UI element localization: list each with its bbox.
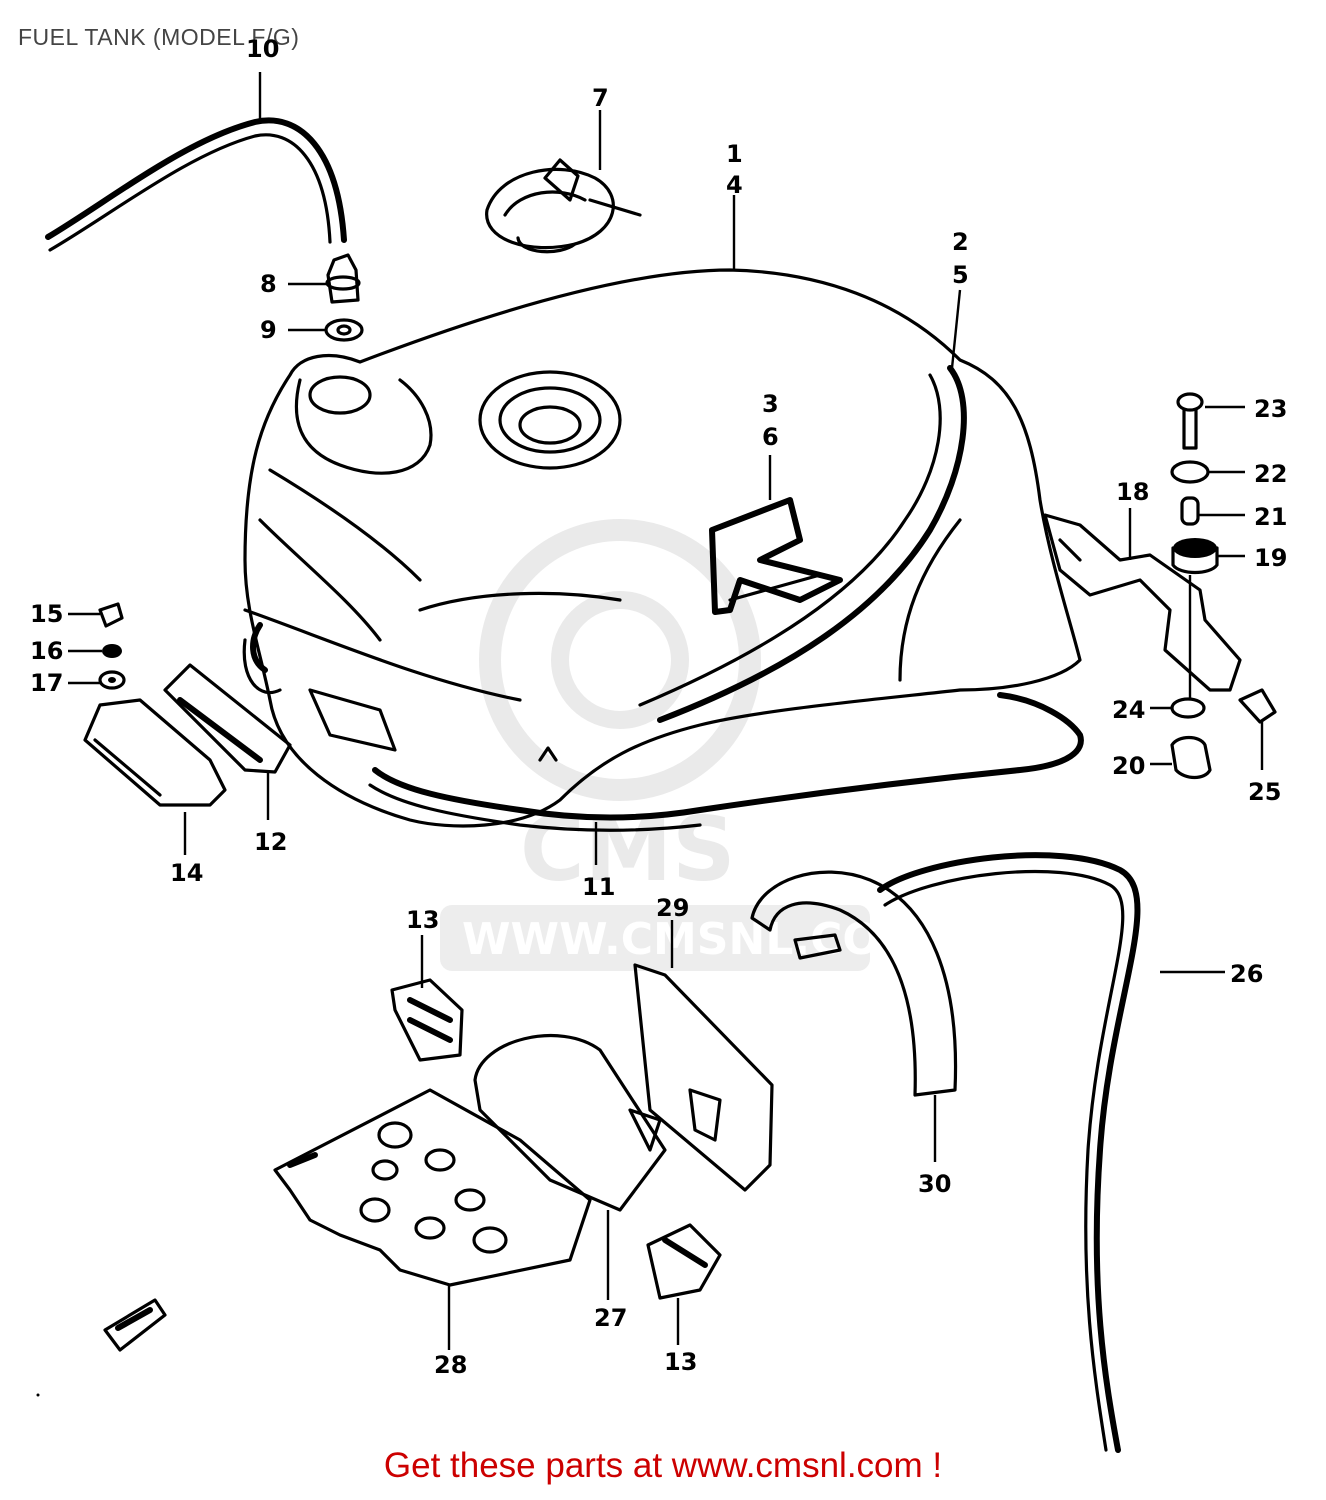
callout-15: 15 bbox=[30, 600, 63, 628]
washer-9 bbox=[324, 318, 364, 342]
washer-17 bbox=[98, 670, 126, 690]
washer-24 bbox=[1170, 697, 1206, 719]
diagram-title: FUEL TANK (MODEL F/G) bbox=[18, 24, 300, 50]
callout-30: 30 bbox=[918, 1170, 951, 1198]
tank-seal-11 bbox=[368, 692, 1084, 832]
cushion-19 bbox=[1171, 538, 1219, 575]
callout-14: 14 bbox=[170, 859, 203, 887]
callout-6: 6 bbox=[762, 423, 779, 451]
callout-13-upper: 13 bbox=[406, 906, 439, 934]
fuel-tank-1 bbox=[242, 268, 1082, 828]
collar-21 bbox=[1180, 496, 1200, 526]
callout-23: 23 bbox=[1254, 395, 1287, 423]
cover-14 bbox=[83, 698, 227, 807]
callout-22: 22 bbox=[1254, 460, 1287, 488]
callout-20: 20 bbox=[1112, 752, 1145, 780]
callout-28: 28 bbox=[434, 1351, 467, 1379]
callout-labels: 10 7 1 4 2 5 3 6 8 9 15 16 17 14 12 11 1… bbox=[30, 35, 1287, 1379]
callout-3: 3 bbox=[762, 390, 779, 418]
callout-24: 24 bbox=[1112, 696, 1145, 724]
callout-1: 1 bbox=[726, 140, 743, 168]
fuel-cap-7 bbox=[485, 158, 642, 254]
callout-29: 29 bbox=[656, 894, 689, 922]
pad-12 bbox=[163, 663, 292, 774]
washer-22 bbox=[1170, 460, 1210, 484]
callout-11: 11 bbox=[582, 873, 615, 901]
cushion-20 bbox=[1170, 735, 1212, 780]
sheet-29 bbox=[633, 963, 774, 1192]
callout-25: 25 bbox=[1248, 778, 1281, 806]
bolt-23 bbox=[1176, 392, 1204, 450]
callout-8: 8 bbox=[260, 270, 277, 298]
cushion-13b bbox=[646, 1223, 722, 1300]
callout-9: 9 bbox=[260, 316, 277, 344]
callout-17: 17 bbox=[30, 669, 63, 697]
callout-26: 26 bbox=[1230, 960, 1263, 988]
fitting-8 bbox=[325, 253, 361, 304]
callout-19: 19 bbox=[1254, 544, 1287, 572]
strap-30 bbox=[750, 870, 958, 1097]
plate-27 bbox=[473, 1034, 667, 1212]
callout-2: 2 bbox=[952, 228, 969, 256]
callout-13-lower: 13 bbox=[664, 1348, 697, 1376]
footer-link[interactable]: Get these parts at www.cmsnl.com ! bbox=[383, 1446, 943, 1485]
callout-18: 18 bbox=[1116, 478, 1149, 506]
callout-21: 21 bbox=[1254, 503, 1287, 531]
callout-5: 5 bbox=[952, 261, 969, 289]
front-arrow-icon bbox=[103, 1298, 167, 1352]
screw-15 bbox=[98, 602, 124, 628]
callout-7: 7 bbox=[592, 84, 609, 112]
plate-28 bbox=[273, 1088, 592, 1287]
bolt-25 bbox=[1238, 688, 1277, 724]
breather-hose-10 bbox=[45, 117, 347, 252]
stray-dot bbox=[36, 1393, 40, 1397]
drain-hose-26 bbox=[877, 852, 1141, 1453]
callout-16: 16 bbox=[30, 637, 63, 665]
washer-16 bbox=[102, 644, 122, 658]
callout-4: 4 bbox=[726, 171, 743, 199]
callout-27: 27 bbox=[594, 1304, 627, 1332]
callout-12: 12 bbox=[254, 828, 287, 856]
callout-10: 10 bbox=[246, 35, 279, 63]
watermark-url: WWW.CMSNL.COM bbox=[462, 914, 924, 965]
leader-lines bbox=[68, 72, 1264, 1350]
cushion-13a bbox=[390, 978, 464, 1062]
